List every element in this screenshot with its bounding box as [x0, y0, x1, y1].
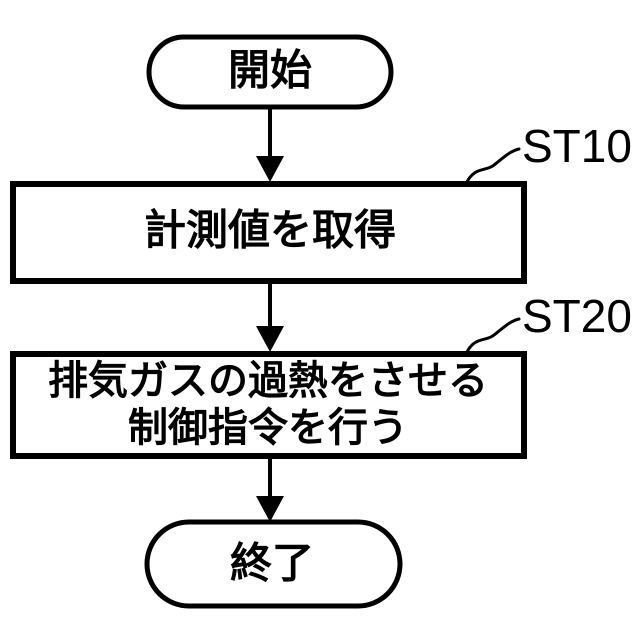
- reference-callout-st10: ST10: [464, 120, 632, 186]
- arrow-head-2: [256, 326, 284, 352]
- reference-callout-st20: ST20: [464, 290, 632, 356]
- node-end[interactable]: 終了: [144, 519, 403, 609]
- connector-start-to-st10: [256, 108, 284, 182]
- node-st20[interactable]: 排気ガスの過熱をさせる 制御指令を行う: [10, 351, 527, 459]
- st10-leader-line: [464, 147, 521, 186]
- connector-st10-to-st20: [256, 281, 284, 352]
- st10-process-shape: [10, 181, 527, 284]
- st20-label-line-1: 排気ガスの過熱をさせる: [48, 358, 488, 404]
- st10-reference-label: ST10: [522, 120, 632, 172]
- start-label: 開始: [228, 46, 312, 95]
- arrow-head-3: [256, 496, 284, 522]
- st20-reference-label: ST20: [522, 290, 632, 342]
- end-terminator-shape: [144, 519, 403, 609]
- node-start[interactable]: 開始: [146, 34, 394, 110]
- end-label: 終了: [230, 539, 314, 588]
- st20-label-line-2: 制御指令を行う: [128, 405, 408, 451]
- connector-st20-to-end: [256, 456, 284, 522]
- arrow-head-1: [256, 156, 284, 182]
- st10-label: 計測値を取得: [144, 206, 396, 255]
- node-st10[interactable]: 計測値を取得: [10, 181, 527, 284]
- st20-leader-line: [464, 317, 521, 356]
- start-terminator-shape: [146, 34, 394, 110]
